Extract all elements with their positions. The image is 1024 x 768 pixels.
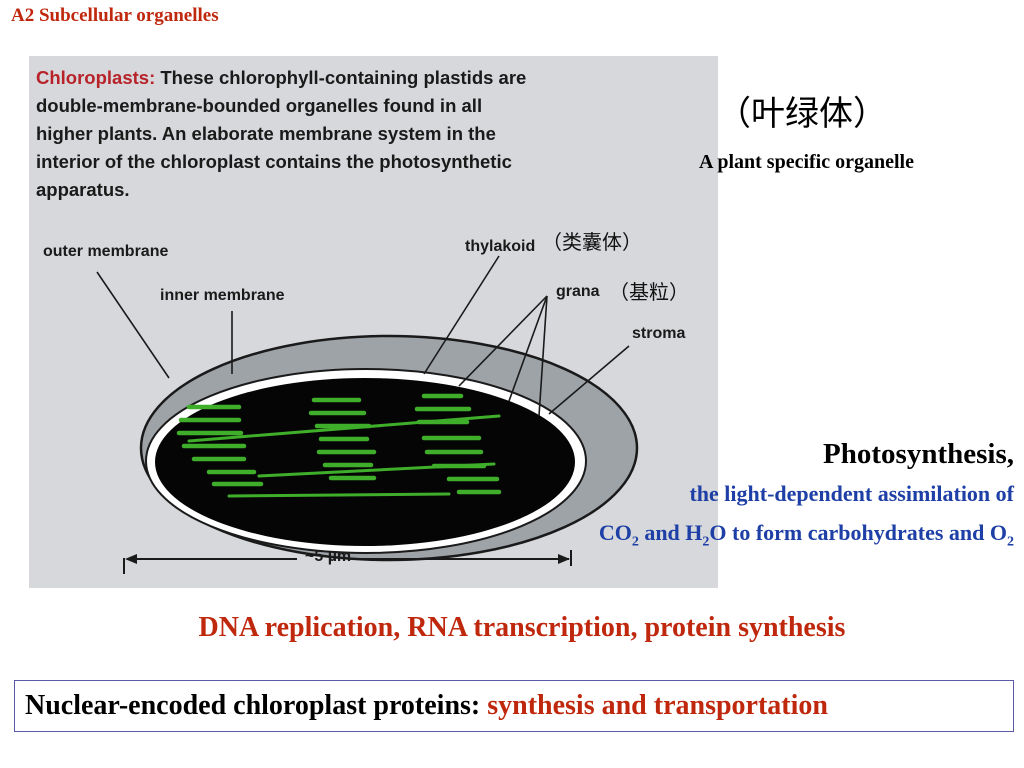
products-text: O to form carbohydrates and O xyxy=(709,520,1007,545)
o-subscript: 2 xyxy=(1007,534,1014,549)
photosynthesis-definition-line-2: CO2 and H2O to form carbohydrates and O2 xyxy=(599,520,1014,550)
dna-functions-line: DNA replication, RNA transcription, prot… xyxy=(0,612,1024,644)
caption-line-3: higher plants. An elaborate membrane sys… xyxy=(36,123,496,144)
scale-label: ~5 µm xyxy=(305,548,351,566)
chloroplast-chinese-title: （叶绿体） xyxy=(717,86,887,135)
caption-term: Chloroplasts: xyxy=(36,67,155,88)
caption-line-2: double-membrane-bounded organelles found… xyxy=(36,95,482,116)
caption-line-5: apparatus. xyxy=(36,179,130,200)
grana-chinese-label: （基粒） xyxy=(609,276,689,305)
nuclear-encoded-box: Nuclear-encoded chloroplast proteins: sy… xyxy=(14,680,1014,732)
co-text: CO xyxy=(599,520,632,545)
figure-caption: Chloroplasts: These chlorophyll-containi… xyxy=(36,64,656,204)
stroma-interior xyxy=(155,378,575,546)
box-red-text: synthesis and transportation xyxy=(487,690,828,721)
stroma-label: stroma xyxy=(632,325,685,343)
caption-line-1: These chlorophyll-containing plastids ar… xyxy=(155,67,526,88)
and-h-text: and H xyxy=(639,520,703,545)
thylakoid-chinese-label: （类囊体） xyxy=(542,226,642,255)
photosynthesis-title: Photosynthesis, xyxy=(823,438,1014,471)
thylakoid-label: thylakoid xyxy=(465,238,535,256)
chloroplast-figure: Chloroplasts: These chlorophyll-containi… xyxy=(29,56,718,588)
co-subscript: 2 xyxy=(632,534,639,549)
photosynthesis-definition-line-1: the light-dependent assimilation of xyxy=(689,481,1014,507)
outer-membrane-label: outer membrane xyxy=(43,243,168,261)
inner-membrane-label: inner membrane xyxy=(160,287,284,305)
box-black-text: Nuclear-encoded chloroplast proteins: xyxy=(25,690,487,721)
caption-line-4: interior of the chloroplast contains the… xyxy=(36,151,512,172)
grana-label: grana xyxy=(556,283,600,301)
slide-header: A2 Subcellular organelles xyxy=(11,5,219,27)
organelle-subtitle: A plant specific organelle xyxy=(699,151,914,174)
